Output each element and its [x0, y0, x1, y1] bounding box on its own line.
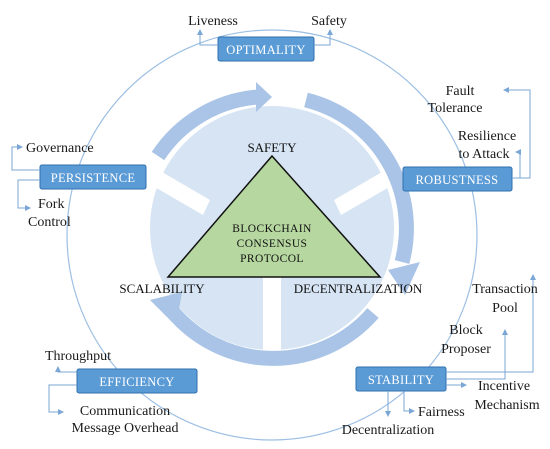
stability-item-proposer: Proposer: [441, 342, 491, 357]
stability-item-block: Block: [449, 323, 482, 338]
stability-item-decentralization: Decentralization: [342, 423, 435, 438]
robustness-item-tolerance: Tolerance: [428, 101, 483, 116]
cycle-arrows: [151, 89, 414, 366]
optimality-item-safety: Safety: [311, 14, 347, 29]
optimality-box: [217, 36, 315, 62]
robustness-item-to-attack: to Attack: [459, 147, 510, 162]
optimality-label: OPTIMALITY: [226, 43, 305, 57]
robustness-item-fault: Fault: [446, 84, 475, 99]
vertex-left-label: SCALABILITY: [119, 281, 205, 296]
stability-label: STABILITY: [368, 373, 434, 387]
disc-spokes: [146, 165, 398, 350]
robustness-label: ROBUSTNESS: [416, 173, 499, 187]
efficiency-box: [76, 368, 198, 394]
core-triangle: [166, 154, 382, 278]
outer-circle: [66, 29, 478, 441]
efficiency-label: EFFICIENCY: [99, 375, 174, 389]
stability-item-pool: Pool: [492, 301, 518, 316]
persistence-item-governance: Governance: [26, 141, 94, 156]
core-line-3: PROTOCOL: [240, 253, 304, 265]
efficiency-item-overhead: Message Overhead: [72, 421, 179, 436]
vertex-top-label: SAFETY: [247, 140, 297, 155]
stability-item-fairness: Fairness: [418, 405, 465, 420]
core-line-2: CONSENSUS: [237, 238, 308, 250]
stability-item-mechanism: Mechanism: [474, 398, 539, 413]
core-line-1: BLOCKCHAIN: [232, 223, 312, 235]
robustness-box: [402, 166, 513, 192]
stability-item-transaction: Transaction: [472, 282, 538, 297]
optimality-item-liveness: Liveness: [188, 14, 238, 29]
persistence-item-fork: Fork: [38, 197, 64, 212]
persistence-label: PERSISTENCE: [51, 171, 136, 185]
persistence-box: [39, 164, 147, 190]
cycle-arrowheads: [150, 82, 420, 326]
efficiency-item-throughput: Throughput: [45, 349, 111, 364]
robustness-item-resilience: Resilience: [458, 129, 516, 144]
stability-item-incentive: Incentive: [478, 379, 530, 394]
persistence-item-control: Control: [28, 215, 71, 230]
efficiency-item-communication: Communication: [80, 404, 170, 419]
vertex-right-label: DECENTRALIZATION: [294, 281, 423, 296]
